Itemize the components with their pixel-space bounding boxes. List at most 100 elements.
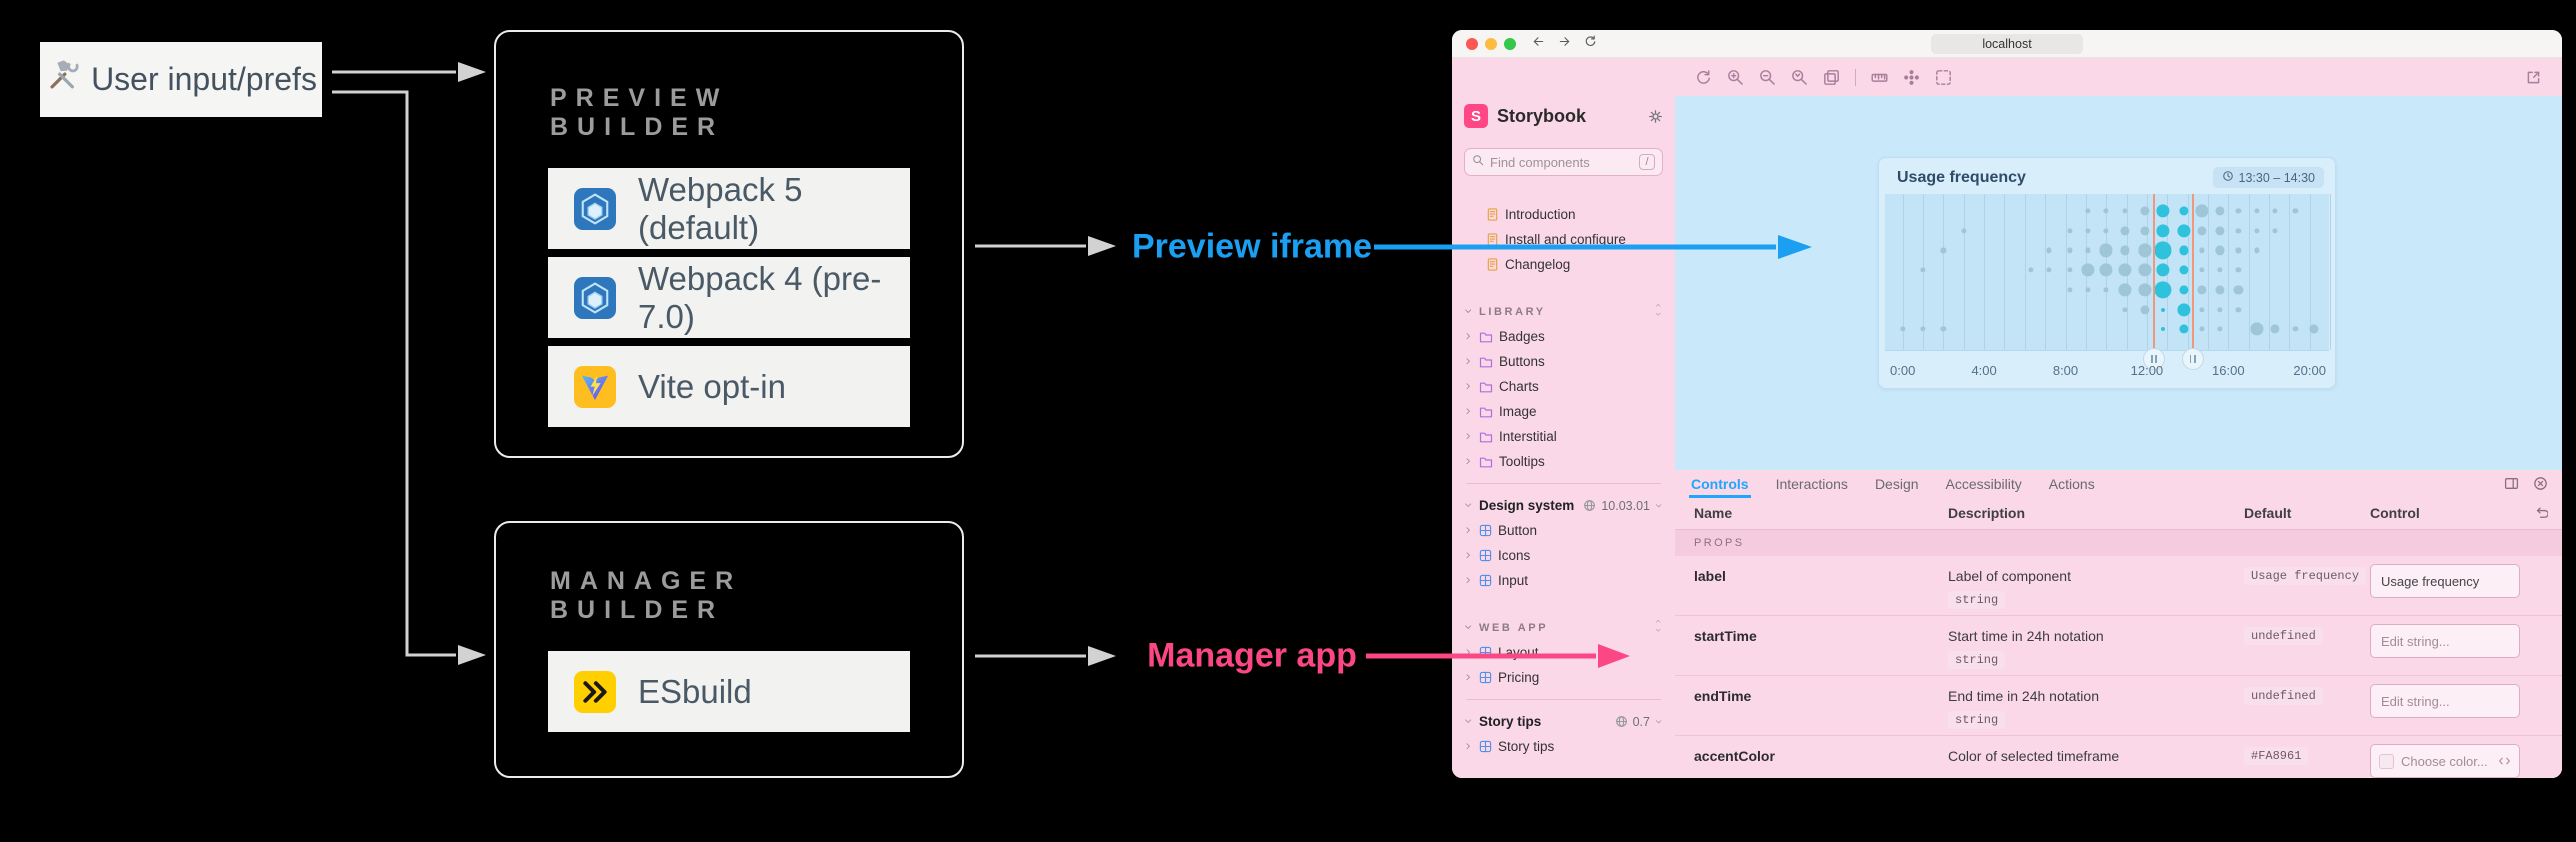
bubble (2066, 228, 2073, 234)
webpack-icon (574, 276, 616, 319)
background-icon[interactable] (1903, 69, 1920, 86)
sidebar-folder-interstitial[interactable]: Interstitial (1464, 424, 1663, 449)
label-control-input[interactable] (2370, 564, 2520, 598)
chevron-right-icon[interactable] (1464, 407, 1473, 416)
url-bar[interactable]: localhost (1931, 34, 2083, 54)
sidebar-folder-image[interactable]: Image (1464, 399, 1663, 424)
tab-controls[interactable]: Controls (1689, 470, 1751, 498)
chevron-down-icon[interactable] (1655, 502, 1663, 510)
chevron-right-icon[interactable] (1464, 551, 1473, 560)
collapse-icon[interactable] (1654, 619, 1663, 637)
sidebar-item-label: Pricing (1498, 670, 1540, 685)
folder-icon (1479, 455, 1493, 469)
chevron-right-icon[interactable] (1464, 432, 1473, 441)
reload-icon[interactable] (1584, 35, 1597, 53)
column-header-default: Default (2244, 505, 2292, 521)
chevron-down-icon[interactable] (1464, 623, 1473, 632)
sidebar-doc-install-and-configure[interactable]: Install and configure (1464, 227, 1663, 252)
bubble-selected (2178, 285, 2189, 295)
sidebar-component-icons[interactable]: Icons (1464, 543, 1663, 568)
storybook-logo-icon: S (1464, 104, 1488, 128)
outline-icon[interactable] (1935, 69, 1952, 86)
accentColor-color-control[interactable]: Choose color... (2370, 744, 2520, 778)
sidebar-component-button[interactable]: Button (1464, 518, 1663, 543)
sidebar-divider (1466, 483, 1661, 484)
measure-icon[interactable] (1871, 69, 1888, 86)
sidebar-component-pricing[interactable]: Pricing (1464, 665, 1663, 690)
selection-end-handle[interactable] (2181, 348, 2204, 370)
bubble (2217, 326, 2223, 332)
prop-description: Label of component (1948, 568, 2071, 584)
minimize-window-icon[interactable] (1485, 37, 1497, 50)
close-panel-icon[interactable] (2533, 476, 2548, 491)
sidebar-doc-introduction[interactable]: Introduction (1464, 202, 1663, 227)
tab-accessibility[interactable]: Accessibility (1945, 476, 2022, 492)
x-axis-tick: 12:00 (2130, 363, 2164, 378)
sidebar-folder-charts[interactable]: Charts (1464, 374, 1663, 399)
sidebar-folder-buttons[interactable]: Buttons (1464, 349, 1663, 374)
chevron-down-icon[interactable] (1655, 718, 1663, 726)
chevron-right-icon[interactable] (1464, 742, 1473, 751)
selection-start-handle[interactable] (2143, 348, 2166, 370)
tab-actions[interactable]: Actions (2048, 476, 2095, 492)
search-box[interactable]: / (1464, 148, 1663, 176)
bubble (2140, 206, 2150, 216)
viewport-icon[interactable] (1823, 69, 1840, 86)
tab-interactions[interactable]: Interactions (1775, 476, 1848, 492)
chevron-right-icon[interactable] (1464, 382, 1473, 391)
tab-design[interactable]: Design (1874, 476, 1919, 492)
props-section-row: PROPS (1675, 530, 2562, 556)
chevron-right-icon[interactable] (1464, 526, 1473, 535)
maximize-window-icon[interactable] (1504, 37, 1516, 50)
endTime-control-input[interactable] (2370, 684, 2520, 718)
bubble-plot[interactable] (1885, 194, 2332, 370)
selection-start-line (2153, 194, 2156, 359)
component-icon (1479, 574, 1492, 587)
sidebar-folder-tooltips[interactable]: Tooltips (1464, 449, 1663, 474)
bubble (2195, 204, 2209, 218)
close-window-icon[interactable] (1466, 37, 1478, 50)
panel-position-icon[interactable] (2504, 476, 2519, 491)
chevron-right-icon[interactable] (1464, 673, 1473, 682)
sidebar-item-label: Tooltips (1499, 454, 1545, 469)
forward-icon[interactable] (1558, 35, 1571, 53)
bubble-selected (2156, 204, 2170, 218)
version-label[interactable]: 0.7 (1632, 714, 1650, 729)
search-icon (1472, 153, 1484, 171)
traffic-lights[interactable] (1466, 37, 1516, 50)
chevron-right-icon[interactable] (1464, 332, 1473, 341)
zoom-reset-icon[interactable] (1791, 69, 1808, 86)
chevron-right-icon[interactable] (1464, 648, 1473, 657)
back-icon[interactable] (1532, 35, 1545, 53)
search-input[interactable] (1490, 154, 1633, 170)
sidebar-component-layout[interactable]: Layout (1464, 640, 1663, 665)
chevron-down-icon[interactable] (1464, 717, 1473, 726)
reset-controls-icon[interactable] (2533, 505, 2549, 523)
sidebar-doc-changelog[interactable]: Changelog (1464, 252, 1663, 277)
bubble (2085, 287, 2091, 293)
remount-icon[interactable] (1695, 69, 1712, 86)
collapse-icon[interactable] (1654, 303, 1663, 321)
zoom-out-icon[interactable] (1759, 69, 1776, 86)
sidebar-folder-badges[interactable]: Badges (1464, 324, 1663, 349)
preview-iframe-label: Preview iframe (1131, 227, 1373, 266)
chevron-right-icon[interactable] (1464, 576, 1473, 585)
chevron-down-icon[interactable] (1464, 501, 1473, 510)
builder-item-label: Webpack 5 (default) (638, 170, 803, 246)
chevron-right-icon[interactable] (1464, 457, 1473, 466)
version-label[interactable]: 10.03.01 (1601, 498, 1650, 513)
builder-item-esbuild: ESbuild (548, 651, 910, 732)
startTime-control-input[interactable] (2370, 624, 2520, 658)
sidebar-component-input[interactable]: Input (1464, 568, 1663, 593)
code-icon[interactable] (2498, 755, 2511, 768)
sidebar-component-story-tips[interactable]: Story tips (1464, 734, 1663, 759)
open-external-icon[interactable] (2525, 69, 2542, 86)
chevron-right-icon[interactable] (1464, 357, 1473, 366)
chevron-down-icon[interactable] (1464, 307, 1473, 316)
gear-icon[interactable] (1648, 109, 1663, 124)
zoom-in-icon[interactable] (1727, 69, 1744, 86)
